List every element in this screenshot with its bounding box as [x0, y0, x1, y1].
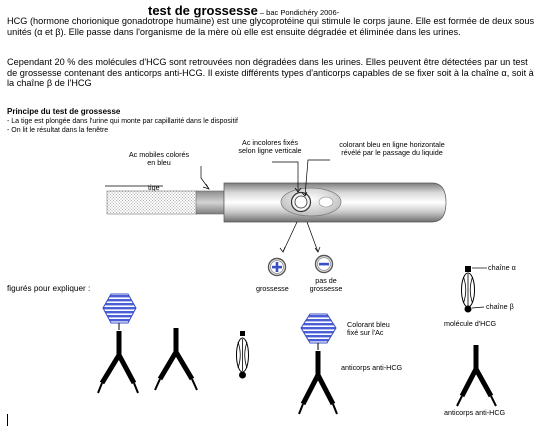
label-hcg-molecule: molécule d'HCG — [444, 319, 497, 328]
label-chain-alpha: chaîne α — [488, 263, 516, 272]
principle-bullet-1: - La tige est plongée dans l'urine qui m… — [7, 118, 238, 125]
label-antibody-2: anticorps anti-HCG — [444, 408, 506, 417]
label-chain-beta: chaîne β — [486, 302, 514, 311]
page-title: test de grossesse – bac Pondichéry 2006- — [148, 3, 340, 18]
hcg-molecule-labeled — [461, 266, 487, 313]
hcg-molecule-small — [236, 331, 249, 379]
bare-antibody-figure — [154, 328, 198, 391]
text-cursor — [7, 414, 8, 426]
leader-fixed — [272, 161, 299, 192]
arrow-to-positive — [282, 221, 298, 253]
antibody-with-dye-right — [298, 313, 338, 415]
label-tige: tige — [148, 183, 160, 192]
intro-paragraph-1: HCG (hormone chorionique gonadotrope hum… — [7, 16, 535, 37]
arrow-to-negative — [306, 221, 319, 253]
leader-mobile — [200, 166, 210, 190]
antibody-labeled — [456, 345, 497, 407]
page-subtitle: – bac Pondichéry 2006- — [257, 8, 340, 17]
negative-result-icon — [314, 254, 334, 274]
principle-heading: Principe du test de grossesse — [7, 107, 121, 116]
positive-result-icon — [267, 257, 287, 277]
control-window — [318, 196, 334, 208]
leader-blue — [304, 159, 330, 197]
mobile-antibody-pad — [195, 190, 225, 215]
label-positive-result: grossesse — [256, 284, 289, 293]
intro-paragraph-2: Cependant 20 % des molécules d'HCG sont … — [7, 57, 534, 89]
dyed-antibody-figure — [97, 293, 139, 394]
label-antibody-1: anticorps anti-HCG — [341, 363, 403, 372]
figures-intro: figurés pour expliquer : — [7, 284, 91, 293]
test-device — [106, 182, 447, 223]
leader-mobile-arrow — [202, 183, 210, 190]
dipstick — [106, 190, 198, 215]
principle-bullet-2: - On lit le résultat dans la fenêtre — [7, 127, 109, 134]
